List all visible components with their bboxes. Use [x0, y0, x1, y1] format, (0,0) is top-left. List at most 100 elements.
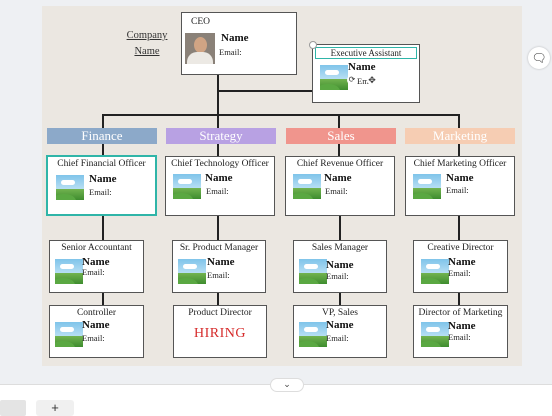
chief-card-marketing[interactable]: Chief Marketing Officer Name Email:	[405, 156, 515, 216]
photo-placeholder[interactable]	[178, 259, 206, 284]
chief-title-strategy: Chief Technology Officer	[171, 159, 269, 169]
mid-card-strategy[interactable]: Sr. Product Manager Name Email:	[172, 240, 266, 293]
dept-band-marketing[interactable]: Marketing	[405, 128, 515, 144]
company-name-line2: Name	[134, 46, 160, 57]
photo-cloud	[61, 180, 75, 185]
move-icon[interactable]: ✥	[367, 75, 377, 85]
chief-name-marketing: Name	[446, 172, 474, 184]
connector-col2-bot	[217, 293, 219, 306]
ceo-name: Name	[221, 32, 249, 44]
mid-name-finance: Name	[82, 256, 110, 268]
connector-col4-bot	[458, 293, 460, 306]
org-chart-page[interactable]: Company Name CEO Name Email: Executive A…	[42, 6, 522, 366]
mid-name-strategy: Name	[207, 256, 235, 268]
photo-placeholder[interactable]	[55, 259, 83, 284]
photo-cloud	[304, 264, 318, 269]
photo-hill	[320, 84, 340, 90]
photo-hill	[413, 193, 433, 199]
mid-card-marketing[interactable]: Creative Director Name Email:	[413, 240, 508, 293]
chief-card-sales[interactable]: Chief Revenue Officer Name Email:	[285, 156, 395, 216]
photo-hill	[293, 193, 313, 199]
ceo-card[interactable]: CEO Name Email:	[181, 12, 297, 75]
mid-title-marketing: Creative Director	[427, 243, 494, 253]
assistant-title-box[interactable]: Executive Assistant	[315, 47, 417, 59]
photo-cloud	[426, 327, 440, 332]
mid-card-sales[interactable]: Sales Manager Name Email:	[293, 240, 387, 293]
photo-hill	[173, 193, 193, 199]
photo-placeholder[interactable]	[173, 174, 201, 199]
add-page-button[interactable]: +	[36, 400, 74, 416]
chevron-down-icon[interactable]: ⌄	[270, 378, 304, 392]
chief-email-sales: Email:	[325, 186, 348, 196]
assistant-photo[interactable]	[320, 65, 348, 90]
photo-placeholder[interactable]	[421, 259, 449, 284]
bottom-title-strategy: Product Director	[188, 308, 252, 318]
photo-cloud	[298, 179, 312, 184]
photo-placeholder[interactable]	[55, 322, 83, 347]
bottom-card-finance[interactable]: Controller Name Email:	[49, 305, 144, 358]
assistant-name: Name	[348, 61, 376, 73]
bottom-card-sales[interactable]: VP, Sales Name Email:	[293, 305, 387, 358]
resize-handle[interactable]	[309, 41, 317, 49]
chief-email-finance: Email:	[89, 187, 112, 197]
photo-cloud	[426, 264, 440, 269]
company-name-line1: Company	[126, 30, 168, 41]
chief-name-finance: Name	[89, 173, 117, 185]
ceo-photo-body	[187, 52, 213, 64]
mid-email-sales: Email:	[326, 271, 349, 281]
add-icon: +	[51, 400, 59, 415]
connector-assistant	[217, 90, 312, 92]
photo-cloud	[304, 327, 318, 332]
left-panel-stub[interactable]	[0, 400, 26, 416]
hiring-label: HIRING	[194, 326, 246, 341]
ceo-title: CEO	[191, 17, 210, 27]
assistant-card[interactable]: Executive Assistant Name Em ⟳ ✥	[309, 41, 420, 103]
photo-hill	[178, 278, 198, 284]
mid-email-finance: Email:	[82, 267, 105, 277]
photo-hill	[299, 278, 319, 284]
bottom-email-finance: Email:	[82, 333, 105, 343]
connector-col1-bot	[102, 293, 104, 306]
photo-placeholder[interactable]	[56, 175, 84, 200]
photo-cloud	[418, 179, 432, 184]
mid-card-finance[interactable]: Senior Accountant Name Email:	[49, 240, 144, 293]
ceo-photo[interactable]	[185, 33, 215, 64]
connector-col1-mid	[102, 216, 104, 242]
assistant-email: Em	[357, 76, 369, 86]
photo-hill	[421, 278, 441, 284]
dept-band-finance[interactable]: Finance	[47, 128, 157, 144]
photo-placeholder[interactable]	[299, 322, 327, 347]
chief-title-finance: Chief Financial Officer	[57, 159, 146, 169]
connector-ceo-down	[217, 75, 219, 121]
photo-placeholder[interactable]	[413, 174, 441, 199]
chief-title-sales: Chief Revenue Officer	[296, 159, 384, 169]
dept-band-strategy[interactable]: Strategy	[166, 128, 276, 144]
bottom-name-sales: Name	[326, 319, 354, 331]
chief-card-finance[interactable]: Chief Financial Officer Name Email:	[46, 155, 157, 216]
mid-title-finance: Senior Accountant	[61, 243, 132, 253]
canvas-area[interactable]: Company Name CEO Name Email: Executive A…	[0, 0, 552, 384]
mid-title-strategy: Sr. Product Manager	[179, 243, 259, 253]
photo-cloud	[325, 70, 339, 75]
dept-band-sales[interactable]: Sales	[286, 128, 396, 144]
photo-placeholder[interactable]	[299, 259, 327, 284]
chief-card-strategy[interactable]: Chief Technology Officer Name Email:	[165, 156, 275, 216]
bottom-title-marketing: Director of Marketing	[418, 308, 503, 318]
photo-placeholder[interactable]	[293, 174, 321, 199]
assistant-title: Executive Assistant	[330, 48, 402, 58]
bottom-card-marketing[interactable]: Director of Marketing Name Email:	[413, 305, 508, 358]
ceo-email: Email:	[219, 47, 242, 57]
bottom-card-strategy[interactable]: Product Director HIRING	[173, 305, 267, 358]
photo-cloud	[60, 327, 74, 332]
chief-name-sales: Name	[324, 172, 352, 184]
comment-plus-icon[interactable]: 🗨	[528, 47, 550, 69]
mid-email-marketing: Email:	[448, 268, 471, 278]
photo-placeholder[interactable]	[421, 322, 449, 347]
mid-title-sales: Sales Manager	[311, 243, 369, 253]
rotate-icon[interactable]: ⟳	[347, 75, 357, 85]
bottom-email-marketing: Email:	[448, 332, 471, 342]
mid-email-strategy: Email:	[207, 270, 230, 280]
company-name[interactable]: Company Name	[120, 28, 174, 60]
bottom-name-marketing: Name	[448, 320, 476, 332]
mid-name-sales: Name	[326, 259, 354, 271]
